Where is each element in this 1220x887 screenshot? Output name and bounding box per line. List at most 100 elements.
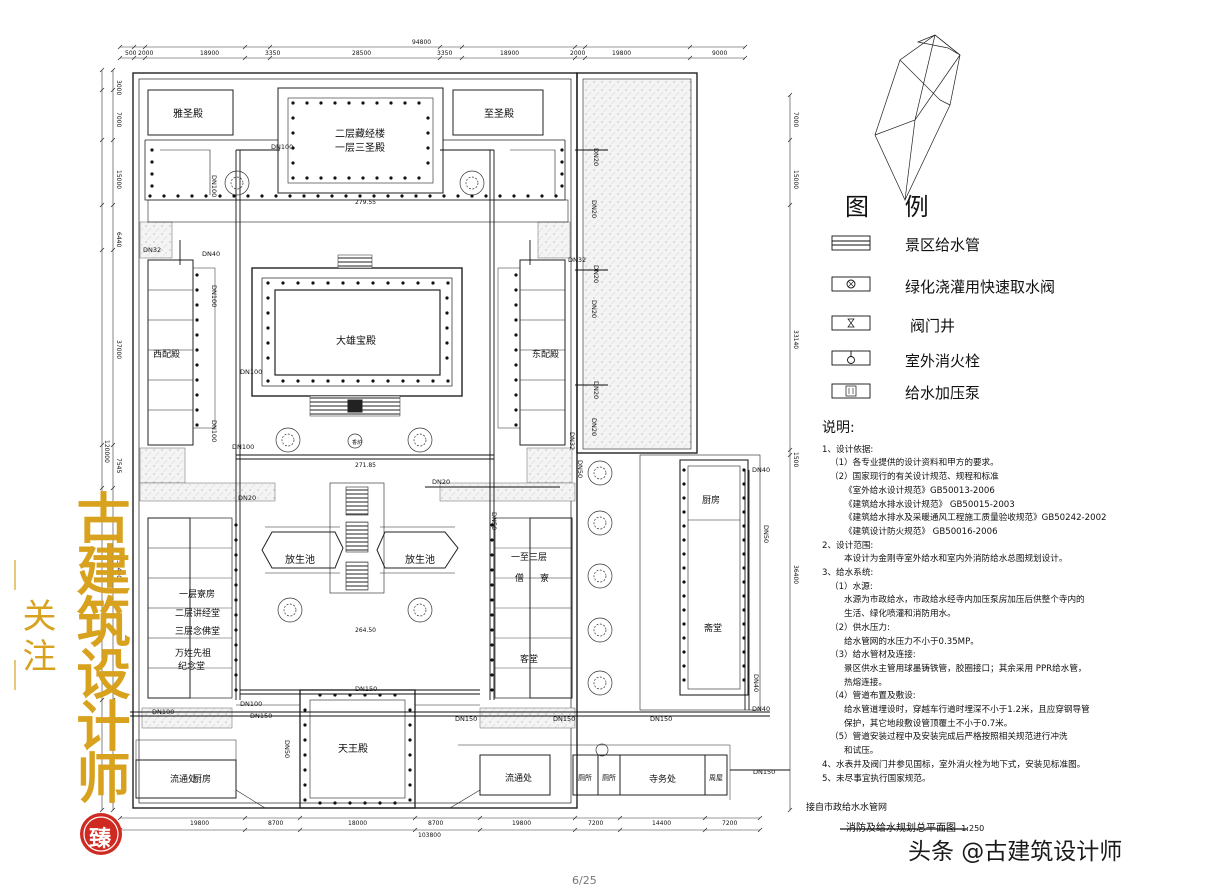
dimension-tick	[572, 827, 578, 833]
pipe-label: DN20	[590, 418, 598, 437]
column-marker	[560, 148, 564, 152]
dimension-tick	[131, 44, 137, 50]
ponds	[261, 526, 459, 574]
column-marker	[426, 161, 430, 165]
elevation-3: 264.50	[355, 627, 376, 634]
column-marker	[361, 101, 365, 105]
south-wings	[147, 517, 573, 699]
column-marker	[234, 688, 238, 692]
dimension-label: 33140	[792, 330, 799, 350]
dimension-label: 15000	[792, 170, 799, 190]
pipe-label: DN100	[240, 368, 263, 376]
legend-label-quick-valve: 绿化浇灌用快速取水阀	[905, 278, 1056, 296]
column-marker	[204, 194, 208, 198]
column-marker	[490, 523, 494, 527]
column-marker	[234, 523, 238, 527]
column-marker	[456, 194, 460, 198]
column-marker	[288, 194, 292, 198]
brand-vertical-text: 古建筑设计师	[67, 490, 131, 802]
column-marker	[682, 482, 686, 486]
pipe-label: DN40	[202, 250, 221, 258]
dimension-label: 94800	[412, 39, 432, 46]
column-marker	[484, 194, 488, 198]
column-marker	[446, 379, 450, 383]
column-marker	[514, 333, 518, 337]
label-liaofang-2: 二层讲经堂	[175, 609, 221, 619]
column-marker	[742, 664, 746, 668]
pipe-label: DN40	[752, 705, 771, 713]
column-marker	[445, 326, 449, 330]
note-line: 4、水表井及阀门井参见国标，室外消火栓为地下式，安装见标准图。	[822, 759, 1086, 770]
pipe-label: DN150	[355, 685, 378, 693]
label-zhisheng: 至圣殿	[484, 109, 514, 120]
column-marker	[303, 768, 307, 772]
column-marker	[742, 650, 746, 654]
column-marker	[195, 333, 199, 337]
column-marker	[326, 379, 330, 383]
dimension-label: 19800	[190, 820, 210, 827]
trees	[224, 170, 613, 757]
column-marker	[742, 594, 746, 598]
column-marker	[319, 101, 323, 105]
dimension-tick	[687, 44, 693, 50]
dimension-tick	[99, 442, 105, 448]
dimension-tick	[110, 697, 116, 703]
note-line: 生活、绿化喷灌和消防用水。	[844, 609, 956, 620]
column-marker	[266, 341, 270, 345]
column-marker	[393, 801, 397, 805]
column-marker	[401, 281, 405, 285]
column-marker	[682, 580, 686, 584]
column-marker	[682, 552, 686, 556]
tree-canopy	[413, 603, 427, 617]
column-marker	[490, 643, 494, 647]
column-marker	[403, 176, 407, 180]
note-line: （5）管道安装过程中及安装完成后严格按照相关规范进行冲洗	[830, 732, 1068, 743]
column-marker	[296, 379, 300, 383]
note-line: 热熔连接。	[844, 677, 887, 688]
column-marker	[291, 116, 295, 120]
pipe-label: DN40	[752, 674, 760, 693]
column-marker	[445, 341, 449, 345]
label-tianwang: 天王殿	[338, 744, 368, 755]
column-marker	[266, 296, 270, 300]
label-liaofang-4: 万姓先祖	[175, 649, 212, 659]
column-marker	[234, 568, 238, 572]
dimension-label: 19800	[512, 820, 532, 827]
site-boundary	[132, 72, 698, 809]
pipe-label: DN20	[432, 478, 451, 486]
label-liaofang-3: 三层念佛堂	[175, 627, 221, 637]
dimension-tick	[412, 827, 418, 833]
column-marker	[303, 798, 307, 802]
column-marker	[512, 194, 516, 198]
note-line: 给水管网的水压力不小于0.35MP。	[844, 636, 979, 647]
label-ketang: 客堂	[520, 655, 539, 665]
dimension-label: 18000	[348, 820, 368, 827]
gravel-areas	[139, 221, 576, 729]
column-marker	[372, 194, 376, 198]
column-marker	[442, 194, 446, 198]
column-marker	[162, 194, 166, 198]
column-marker	[682, 566, 686, 570]
column-marker	[514, 363, 518, 367]
dimension-tick	[242, 827, 248, 833]
dimension-tick	[267, 44, 273, 50]
column-marker	[389, 101, 393, 105]
column-marker	[356, 379, 360, 383]
dimension-label: 36400	[792, 565, 799, 585]
column-marker	[150, 160, 154, 164]
pipe-label: DN50	[762, 525, 770, 544]
column-marker	[742, 552, 746, 556]
pipe-label: DN100	[210, 285, 218, 308]
column-marker	[195, 348, 199, 352]
note-line: 景区供水主管用球墨铸铁管，胶圈接口；其余采用 PPR给水管，	[844, 663, 1087, 674]
tree-canopy	[593, 466, 607, 480]
column-marker	[560, 184, 564, 188]
tree-canopy	[593, 623, 607, 637]
column-marker	[490, 688, 494, 692]
column-marker	[417, 101, 421, 105]
dimension-tick	[787, 137, 793, 143]
column-marker	[291, 161, 295, 165]
column-marker	[514, 408, 518, 412]
column-marker	[333, 801, 337, 805]
